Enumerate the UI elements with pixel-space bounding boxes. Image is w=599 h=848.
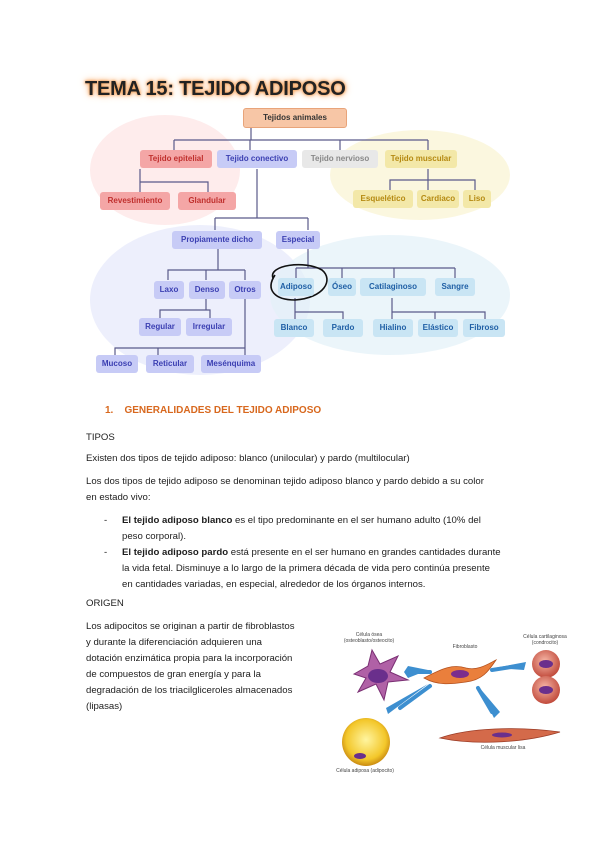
node-tejido-conectivo: Tejido conectivo bbox=[217, 150, 297, 168]
node-tejido-muscular: Tejido muscular bbox=[385, 150, 457, 168]
origen-line: (lipasas) bbox=[86, 701, 123, 712]
node-denso: Denso bbox=[189, 281, 225, 299]
caption-cartilaginosa: Célula cartilaginosa (condrocito) bbox=[523, 634, 567, 646]
paragraph-tipos: Existen dos tipos de tejido adiposo: bla… bbox=[86, 453, 410, 464]
bullet-blanco-bold: El tejido adiposo blanco bbox=[122, 515, 233, 526]
node-hialino: Hialino bbox=[373, 319, 413, 337]
bullet-blanco-line2: peso corporal). bbox=[122, 531, 186, 542]
bullet-pardo-line3: en cantidades variadas, en especial, alr… bbox=[122, 579, 426, 590]
cell-differentiation-figure: Célula ósea (osteoblasto/osteocito) Fibr… bbox=[318, 632, 578, 782]
origen-line: dotación enzimática propia para la incor… bbox=[86, 653, 293, 664]
node-elastico: Elástico bbox=[418, 319, 458, 337]
fibroblast-cell bbox=[423, 658, 498, 685]
bullet-pardo-rest: está presente en el ser humano en grande… bbox=[228, 547, 501, 558]
caption-muscular: Célula muscular lisa bbox=[480, 745, 526, 751]
node-liso: Liso bbox=[463, 190, 491, 208]
node-especial: Especial bbox=[276, 231, 320, 249]
node-mucoso: Mucoso bbox=[96, 355, 138, 373]
node-oseo: Óseo bbox=[328, 278, 356, 296]
node-blanco: Blanco bbox=[274, 319, 314, 337]
node-cardiaco: Cardiaco bbox=[417, 190, 459, 208]
bullet-dash: - bbox=[104, 515, 108, 526]
tipos-label: TIPOS bbox=[86, 432, 115, 443]
node-revestimiento: Revestimiento bbox=[100, 192, 170, 210]
bone-cell bbox=[352, 648, 410, 702]
paragraph-colores-line2: en estado vivo: bbox=[86, 492, 151, 503]
origen-line: degradación de los triacilgliceroles alm… bbox=[86, 685, 293, 696]
node-adiposo: Adiposo bbox=[278, 278, 314, 296]
origen-label: ORIGEN bbox=[86, 598, 124, 609]
bullet-dash: - bbox=[104, 547, 108, 558]
origen-line: de compuestos de gran energía y para la bbox=[86, 669, 261, 680]
node-tejido-nervioso: Tejido nervioso bbox=[302, 150, 378, 168]
node-tejidos-animales: Tejidos animales bbox=[243, 108, 347, 128]
node-reticular: Reticular bbox=[146, 355, 194, 373]
cells-illustration bbox=[342, 648, 561, 766]
node-regular: Regular bbox=[139, 318, 181, 336]
smooth-muscle-cell bbox=[438, 728, 561, 743]
bullet-blanco-rest: es el tipo predominante en el ser humano… bbox=[232, 515, 481, 526]
bullet-blanco-line1: El tejido adiposo blanco es el tipo pred… bbox=[122, 513, 481, 529]
bullet-pardo-bold: El tejido adiposo pardo bbox=[122, 547, 229, 558]
node-glandular: Glandular bbox=[178, 192, 236, 210]
bullet-pardo-line1: El tejido adiposo pardo está presente en… bbox=[122, 545, 501, 561]
node-esqueletico: Esquelético bbox=[353, 190, 413, 208]
node-cartilaginoso: Catilaginoso bbox=[360, 278, 426, 296]
node-laxo: Laxo bbox=[154, 281, 184, 299]
bullet-pardo-line2: la vida fetal. Disminuye a lo largo de l… bbox=[122, 563, 490, 574]
tissue-classification-diagram: Tejidos animales Tejido epitelial Tejido… bbox=[90, 100, 510, 375]
page-title: TEMA 15: TEJIDO ADIPOSO bbox=[85, 78, 346, 100]
node-mesenquima: Mesénquima bbox=[201, 355, 261, 373]
node-otros: Otros bbox=[229, 281, 261, 299]
section-heading: 1. GENERALIDADES DEL TEJIDO ADIPOSO bbox=[105, 405, 322, 416]
paragraph-colores-line1: Los dos tipos de tejido adiposo se denom… bbox=[86, 476, 484, 487]
node-pardo: Pardo bbox=[323, 319, 363, 337]
caption-fibroblasto: Fibroblasto bbox=[452, 644, 478, 650]
caption-adiposa: Célula adiposa (adipocito) bbox=[336, 768, 394, 774]
caption-osea: Célula ósea (osteoblasto/osteocito) bbox=[343, 632, 395, 644]
origen-line: y durante la diferenciación adquieren un… bbox=[86, 637, 263, 648]
node-propiamente-dicho: Propiamente dicho bbox=[172, 231, 262, 249]
node-sangre: Sangre bbox=[435, 278, 475, 296]
adipose-cell bbox=[342, 718, 390, 766]
origen-line: Los adipocitos se originan a partir de f… bbox=[86, 621, 295, 632]
node-fibroso: Fibroso bbox=[463, 319, 505, 337]
node-tejido-epitelial: Tejido epitelial bbox=[140, 150, 212, 168]
node-irregular: Irregular bbox=[186, 318, 232, 336]
cartilage-cell bbox=[532, 650, 560, 704]
